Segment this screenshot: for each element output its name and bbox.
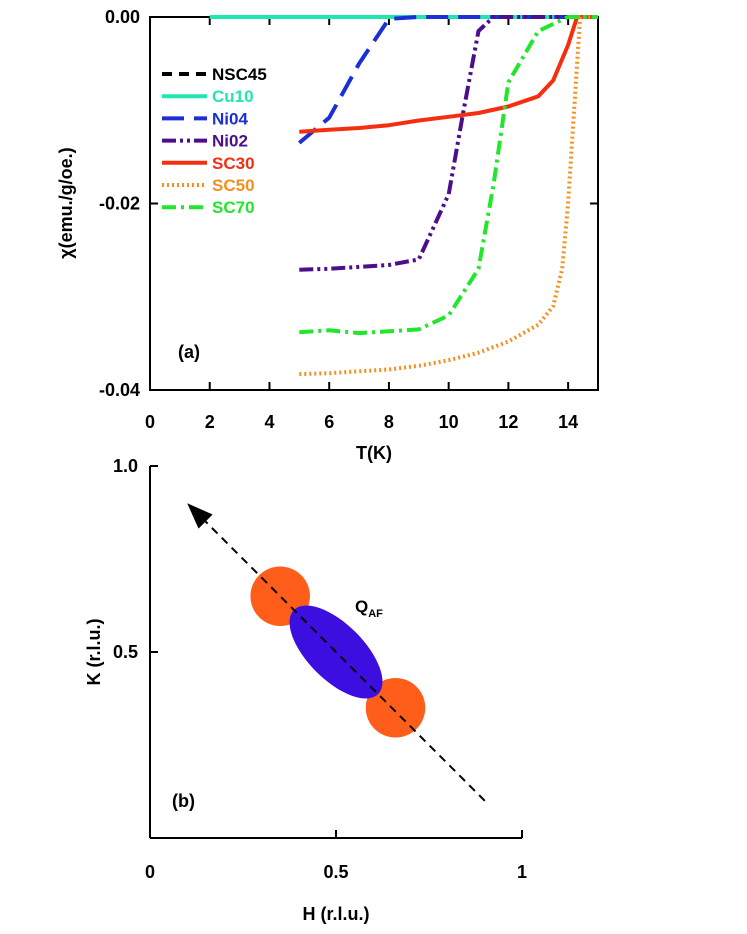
legend-label-sc30: SC30	[212, 154, 255, 173]
magnetic-peak-spot-2	[365, 678, 426, 738]
legend-label-cu10: Cu10	[212, 87, 254, 106]
x-tick-label: 0	[145, 862, 155, 882]
y-tick-label: 0.00	[105, 7, 140, 27]
y-tick-label: 0.5	[113, 642, 138, 662]
chart-b-direction-arrow	[187, 503, 486, 802]
y-tick-label: -0.02	[99, 194, 140, 214]
chart-a-x-axis-label: T(K)	[356, 443, 392, 463]
chart-a-y-axis-label: χ(emu./g/oe.)	[56, 147, 76, 258]
x-tick-label: 12	[498, 412, 518, 432]
direction-arrow-shaft	[204, 520, 486, 802]
y-tick-label: -0.04	[99, 380, 140, 400]
legend-label-sc50: SC50	[212, 176, 255, 195]
chart-a-x-ticks: 0 2 4 6 8 10 12 14	[145, 17, 578, 432]
series-line-sc70	[299, 15, 598, 336]
chart-a-y-ticks: 0.00 -0.02 -0.04	[99, 7, 598, 400]
series-line-sc30	[299, 15, 598, 134]
legend-label-sc70: SC70	[212, 198, 255, 217]
chart-b-y-ticks: 0.5 1.0	[113, 456, 158, 662]
x-tick-label: 0	[145, 412, 155, 432]
series-line-ni02	[299, 15, 598, 272]
x-tick-label: 10	[439, 412, 459, 432]
direction-arrow-head	[187, 503, 213, 529]
q-af-main: Q	[355, 597, 368, 616]
q-af-subscript: AF	[368, 608, 383, 620]
susceptibility-chart: 0 2 4 6 8 10 12 14 0.00 -0.02 -0.04 NSC45Cu10Ni04…	[56, 7, 599, 463]
y-tick-label: 1.0	[113, 456, 138, 476]
chart-b-y-axis-label: K (r.l.u.)	[84, 618, 104, 685]
x-tick-label: 14	[558, 412, 578, 432]
x-tick-label: 1	[517, 862, 527, 882]
chart-a-panel-label: (a)	[178, 342, 200, 362]
x-tick-label: 4	[264, 412, 274, 432]
legend-label-ni02: Ni02	[212, 132, 248, 151]
x-tick-label: 2	[205, 412, 215, 432]
x-tick-label: 0.5	[323, 862, 348, 882]
legend-label-ni04: Ni04	[212, 109, 248, 128]
x-tick-label: 6	[324, 412, 334, 432]
chart-a-series-lines	[209, 15, 598, 377]
q-af-annotation: QAF	[355, 597, 383, 620]
legend-label-nsc45: NSC45	[212, 65, 267, 84]
series-line-sc50	[299, 15, 598, 377]
x-tick-label: 8	[384, 412, 394, 432]
chart-b-panel-label: (b)	[172, 791, 195, 811]
chart-b-x-axis-label: H (r.l.u.)	[303, 904, 370, 924]
